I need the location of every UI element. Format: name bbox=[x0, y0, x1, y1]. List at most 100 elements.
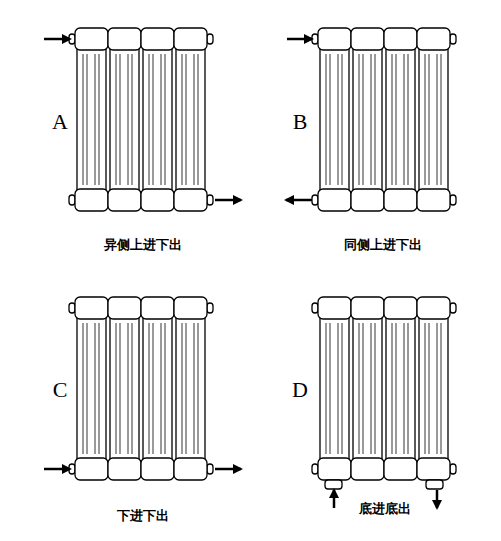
header-cap bbox=[141, 189, 174, 211]
section bbox=[353, 307, 382, 470]
header-cap bbox=[384, 297, 417, 319]
fin-line bbox=[359, 323, 360, 454]
radiator bbox=[312, 297, 456, 489]
header-cap bbox=[75, 189, 108, 211]
fin-line bbox=[342, 323, 343, 454]
header-cap bbox=[318, 189, 351, 211]
radiator bbox=[312, 28, 456, 211]
fin-line bbox=[198, 323, 199, 454]
fin-line bbox=[392, 323, 393, 454]
fin-line bbox=[161, 54, 162, 185]
fin-line bbox=[165, 323, 166, 454]
header-cap bbox=[318, 458, 351, 480]
fin-line bbox=[437, 323, 438, 454]
plug bbox=[312, 464, 318, 474]
fin-line bbox=[99, 54, 100, 185]
figure-letter: C bbox=[53, 377, 68, 403]
flow-arrow bbox=[215, 468, 241, 471]
bottom-pipe bbox=[325, 480, 342, 489]
fin-line bbox=[132, 323, 133, 454]
fin-line bbox=[182, 54, 183, 185]
fin-line bbox=[375, 54, 376, 185]
header-cap bbox=[141, 458, 174, 480]
fin-line bbox=[375, 323, 376, 454]
header-cap bbox=[384, 189, 417, 211]
fin-line bbox=[165, 54, 166, 185]
header-cap bbox=[351, 28, 384, 50]
fin-line bbox=[116, 54, 117, 185]
plug bbox=[69, 195, 75, 205]
fin-line bbox=[392, 54, 393, 185]
section bbox=[176, 307, 205, 470]
section bbox=[77, 38, 106, 201]
fin-line bbox=[371, 323, 372, 454]
fin-line bbox=[194, 54, 195, 185]
fin-line bbox=[359, 54, 360, 185]
header-cap bbox=[417, 458, 450, 480]
header-cap bbox=[75, 28, 108, 50]
header-cap bbox=[384, 458, 417, 480]
flow-arrow bbox=[287, 38, 312, 41]
section bbox=[386, 307, 415, 470]
section bbox=[320, 307, 349, 470]
fin-line bbox=[99, 323, 100, 454]
fin-line bbox=[153, 323, 154, 454]
plug bbox=[312, 195, 318, 205]
fin-line bbox=[408, 323, 409, 454]
fin-line bbox=[425, 323, 426, 454]
fin-line bbox=[120, 323, 121, 454]
flow-arrow bbox=[436, 490, 439, 508]
header-cap bbox=[351, 297, 384, 319]
fin-line bbox=[396, 323, 397, 454]
fin-line bbox=[437, 54, 438, 185]
fin-line bbox=[342, 54, 343, 185]
header-cap bbox=[351, 458, 384, 480]
flow-arrow bbox=[44, 38, 70, 41]
fin-line bbox=[87, 323, 88, 454]
fin-line bbox=[83, 323, 84, 454]
plug bbox=[207, 34, 213, 44]
fin-line bbox=[441, 54, 442, 185]
section bbox=[386, 38, 415, 201]
fin-line bbox=[429, 54, 430, 185]
header-cap bbox=[174, 458, 207, 480]
section bbox=[110, 38, 139, 201]
section bbox=[143, 38, 172, 201]
fin-line bbox=[120, 54, 121, 185]
fin-line bbox=[128, 323, 129, 454]
fin-line bbox=[441, 323, 442, 454]
plug bbox=[312, 303, 318, 313]
fin-line bbox=[161, 323, 162, 454]
fin-line bbox=[194, 323, 195, 454]
plug bbox=[207, 195, 213, 205]
plug bbox=[312, 34, 318, 44]
fin-line bbox=[128, 54, 129, 185]
fin-line bbox=[338, 323, 339, 454]
fin-line bbox=[186, 54, 187, 185]
flow-arrow bbox=[44, 468, 70, 471]
fin-line bbox=[363, 323, 364, 454]
header-cap bbox=[174, 189, 207, 211]
header-cap bbox=[318, 297, 351, 319]
figure-caption: 异侧上进下出 bbox=[104, 237, 182, 253]
fin-line bbox=[186, 323, 187, 454]
fin-line bbox=[408, 54, 409, 185]
fin-line bbox=[330, 323, 331, 454]
fin-line bbox=[371, 54, 372, 185]
fin-line bbox=[149, 54, 150, 185]
section bbox=[353, 38, 382, 201]
header-cap bbox=[108, 297, 141, 319]
fin-line bbox=[116, 323, 117, 454]
fin-line bbox=[330, 54, 331, 185]
plug bbox=[450, 464, 456, 474]
figure-caption: 下进下出 bbox=[117, 508, 169, 524]
fin-line bbox=[198, 54, 199, 185]
plug bbox=[450, 303, 456, 313]
fin-line bbox=[326, 54, 327, 185]
bottom-pipe bbox=[426, 480, 443, 489]
fin-line bbox=[404, 323, 405, 454]
header-cap bbox=[417, 297, 450, 319]
figure-letter: D bbox=[292, 377, 308, 403]
fin-line bbox=[182, 323, 183, 454]
